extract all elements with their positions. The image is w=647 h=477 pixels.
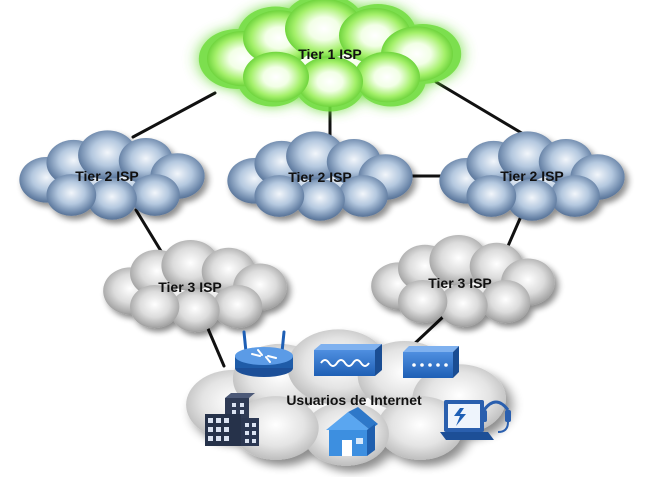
tier2-isp-right-label: Tier 2 ISP: [500, 168, 564, 184]
link-tier3-right-users: [410, 314, 446, 348]
internet-users-cloud: Usuarios de Internet: [186, 329, 506, 466]
tier3-isp-left-label: Tier 3 ISP: [158, 279, 222, 295]
link-tier1-tier2-right: [434, 80, 532, 140]
switch-icon: [314, 344, 382, 376]
link-tier2-right-tier3-right: [506, 212, 524, 248]
office-building-icon: [205, 393, 259, 446]
tier2-isp-left-label: Tier 2 ISP: [75, 168, 139, 184]
tier3-isp-right-cloud: Tier 3 ISP: [371, 234, 555, 328]
tier2-isp-center-label: Tier 2 ISP: [288, 169, 352, 185]
router-icon: [235, 330, 293, 377]
laptop-headset-icon: [440, 400, 511, 440]
tier2-isp-left-cloud: Tier 2 ISP: [19, 130, 205, 220]
link-tier1-tier2-left: [131, 91, 217, 139]
tier1-isp-cloud: Tier 1 ISP: [198, 0, 462, 112]
tier1-isp-label: Tier 1 ISP: [298, 46, 362, 62]
link-tier2-left-tier3-left: [134, 208, 166, 258]
tier2-isp-right-cloud: Tier 2 ISP: [439, 131, 625, 221]
tier3-isp-right-label: Tier 3 ISP: [428, 275, 492, 291]
link-tier3-left-users: [204, 322, 226, 368]
hub-icon: [403, 346, 459, 378]
home-icon: [326, 407, 378, 456]
connection-lines: [131, 80, 532, 368]
internet-users-label: Usuarios de Internet: [286, 392, 422, 408]
tier2-isp-center-cloud: Tier 2 ISP: [227, 131, 413, 221]
tier3-isp-left-cloud: Tier 3 ISP: [103, 239, 287, 333]
